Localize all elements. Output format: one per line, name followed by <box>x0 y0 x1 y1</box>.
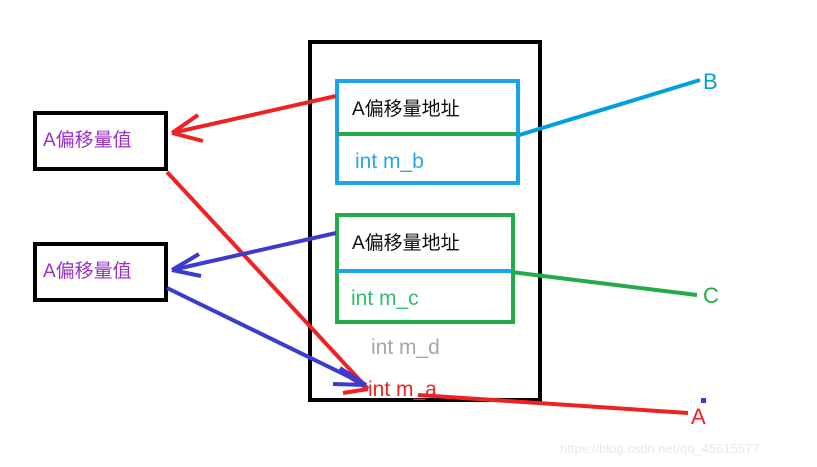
b-subobject-vptr-label: A偏移量地址 <box>352 99 460 120</box>
offset-value-box-top <box>33 111 168 171</box>
object-memory-block <box>308 40 542 402</box>
b-subobject-member-label: int m_b <box>355 150 424 173</box>
blue-arrow-to-bottom-offset-box <box>170 231 337 278</box>
offset-value-box-top-label: A偏移量值 <box>43 130 132 151</box>
class-tag-a: A <box>691 404 706 429</box>
c-subobject-box <box>335 213 515 324</box>
red-arrow-to-top-offset-box <box>170 94 337 143</box>
blue-arrow-from-a-member <box>166 286 368 387</box>
class-tag-b: B <box>703 69 718 94</box>
cyan-connector-b <box>515 78 701 138</box>
c-subobject-member-label: int m_c <box>351 287 419 310</box>
watermark-text: https://blog.csdn.net/qq_45615577 <box>560 441 760 456</box>
d-member-label: int m_d <box>371 336 440 359</box>
class-tag-c: C <box>703 283 719 308</box>
a-member-label: int m_a <box>368 378 437 401</box>
offset-value-box-bottom <box>33 242 168 302</box>
stray-blue-dot <box>701 398 706 403</box>
green-connector-c <box>510 270 698 297</box>
c-subobject-vptr-label: A偏移量地址 <box>352 233 460 254</box>
offset-value-box-bottom-label: A偏移量值 <box>43 261 132 282</box>
